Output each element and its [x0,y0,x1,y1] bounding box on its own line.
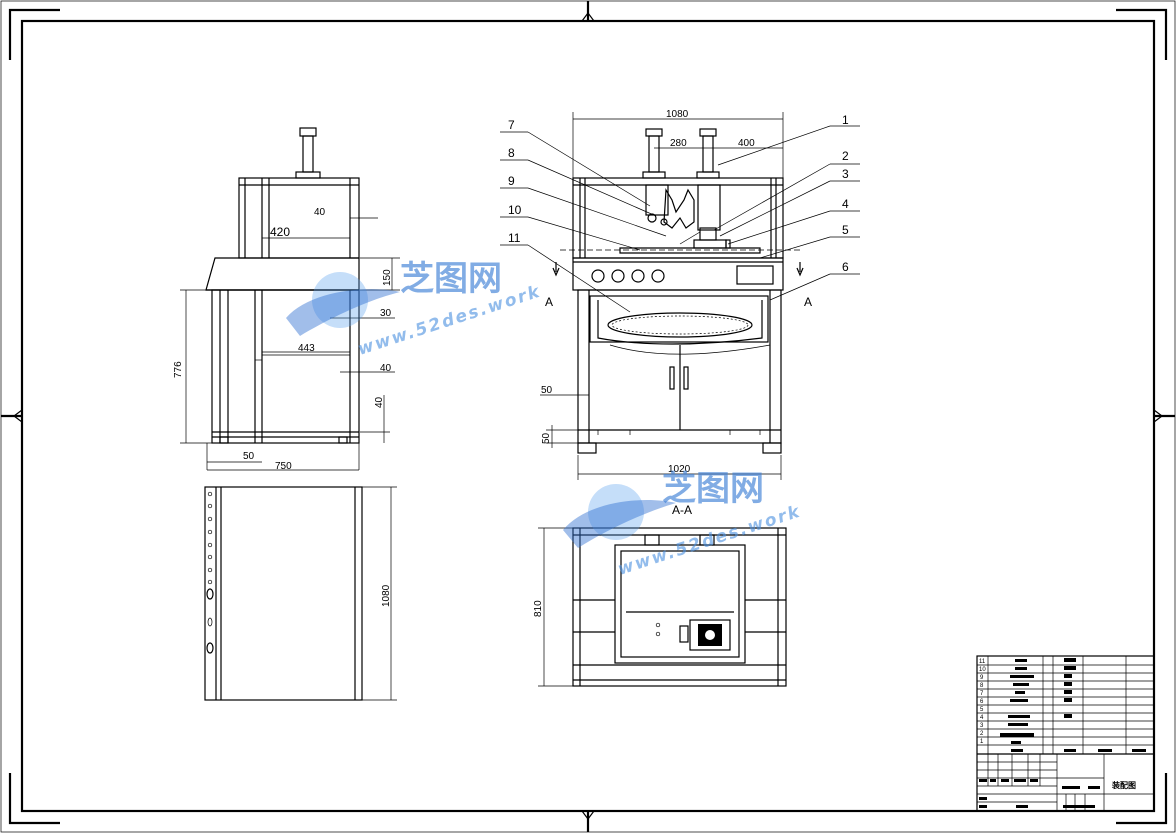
part-number-11: 11 [508,231,521,245]
dim-40-low: 40 [374,396,385,408]
dim-30: 30 [380,308,392,319]
part-number-2: 2 [842,149,849,163]
section-label: A-A [672,503,692,517]
watermark-logo-2: 芝图网 www.52des.work [563,469,804,580]
dim-420: 420 [270,225,290,239]
dim-40-top: 40 [314,207,326,218]
svg-text:2: 2 [980,731,984,737]
part-number-1: 1 [842,113,849,127]
dim-150: 150 [382,269,393,286]
dim-280: 280 [670,138,687,149]
svg-text:11: 11 [979,659,986,665]
section-view: A-A 810 [533,503,787,687]
section-mark-right: A [804,295,812,309]
dim-776: 776 [173,361,184,378]
part-number-6: 6 [842,260,849,274]
dim-443: 443 [298,343,315,354]
dim-50-low: 50 [541,432,552,444]
part-number-8: 8 [508,146,515,160]
part-number-10: 10 [508,203,522,217]
dim-1080-front: 1080 [666,109,689,120]
svg-text:1: 1 [980,739,984,745]
title-block-filled-cells [979,658,1146,808]
drawing-name: 装配图 [1111,780,1136,790]
dim-750: 750 [275,461,292,472]
svg-text:6: 6 [980,699,984,705]
svg-text:5: 5 [980,707,984,713]
side-holes [206,491,214,654]
watermark-brand-cn-1: 芝图网 [400,259,502,299]
part-leaders [500,125,860,313]
part-number-7: 7 [508,118,515,132]
dim-810: 810 [533,600,544,617]
front-view: A A 1080 280 400 50 50 [500,109,860,480]
top-view: 1080 [204,486,397,701]
title-block-row-numbers: 11 10 9 8 7 6 5 4 3 2 1 [979,659,986,745]
dim-400: 400 [738,138,755,149]
svg-text:3: 3 [980,723,984,729]
svg-text:4: 4 [980,715,984,721]
part-number-3: 3 [842,167,849,181]
svg-text:8: 8 [980,683,984,689]
watermark-brand-cn-2: 芝图网 [662,469,764,509]
svg-text:10: 10 [979,667,986,673]
part-number-4: 4 [842,197,849,211]
watermark-logo-1: 芝图网 www.52des.work [286,259,544,360]
title-block: 11 10 9 8 7 6 5 4 3 2 1 [976,655,1155,812]
part-number-9: 9 [508,174,515,188]
section-mark-left: A [545,295,553,309]
dim-50: 50 [243,451,255,462]
dim-50-left: 50 [541,385,553,396]
svg-text:7: 7 [980,691,984,697]
dim-1080-top-view: 1080 [381,584,392,607]
dim-1020: 1020 [668,464,691,475]
side-view: 40 420 150 30 776 443 40 40 50 750 [173,127,400,472]
svg-text:9: 9 [980,675,984,681]
part-number-5: 5 [842,223,849,237]
dim-40-mid: 40 [380,363,392,374]
